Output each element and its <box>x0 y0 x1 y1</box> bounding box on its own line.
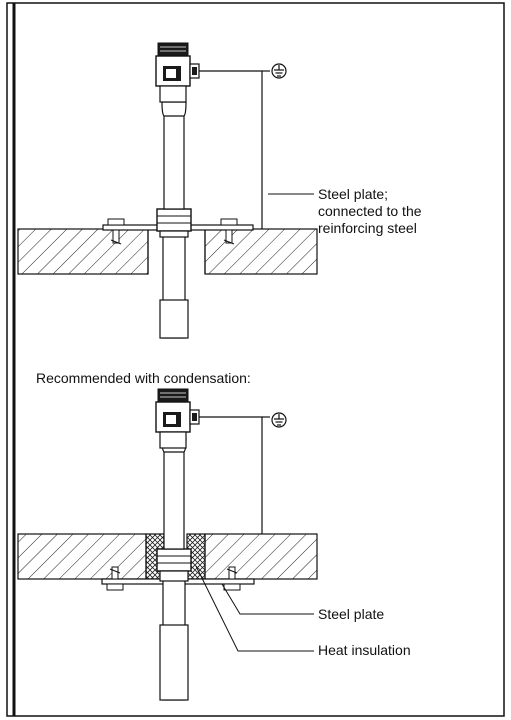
ground-wire-2 <box>199 416 263 534</box>
bolt-left-2 <box>106 566 124 591</box>
label-steel-plate-top: Steel plate; connected to the reinforcin… <box>318 186 422 237</box>
bolt-right <box>220 218 238 245</box>
sensor-housing <box>155 42 200 103</box>
extension-tube <box>163 113 185 210</box>
sensor-housing-2 <box>155 388 200 449</box>
earth-ground-icon <box>271 412 287 428</box>
leader-steel-plate-bottom <box>221 583 314 615</box>
leader-heat-insulation <box>195 565 314 652</box>
concrete-slab-left-2 <box>17 533 147 580</box>
page-border <box>6 2 505 717</box>
label-line: reinforcing steel <box>318 220 417 236</box>
bottom-installation <box>17 388 318 701</box>
label-condensation-note: Recommended with condensation: <box>36 370 251 386</box>
label-steel-plate-bottom: Steel plate <box>318 606 385 622</box>
label-heat-insulation: Heat insulation <box>318 642 411 658</box>
concrete-slab-left <box>17 228 149 275</box>
top-installation <box>17 42 318 339</box>
process-nut-2 <box>156 548 192 572</box>
process-nut <box>156 208 192 232</box>
extension-tube-2 <box>163 449 185 550</box>
concrete-slab-right <box>204 228 318 275</box>
ground-wire <box>199 70 263 229</box>
bolt-left <box>107 218 125 245</box>
label-line: Steel plate; <box>318 186 389 202</box>
concrete-slab-right-2 <box>204 533 318 580</box>
label-line: connected to the <box>318 203 422 219</box>
earth-ground-icon <box>271 63 287 79</box>
